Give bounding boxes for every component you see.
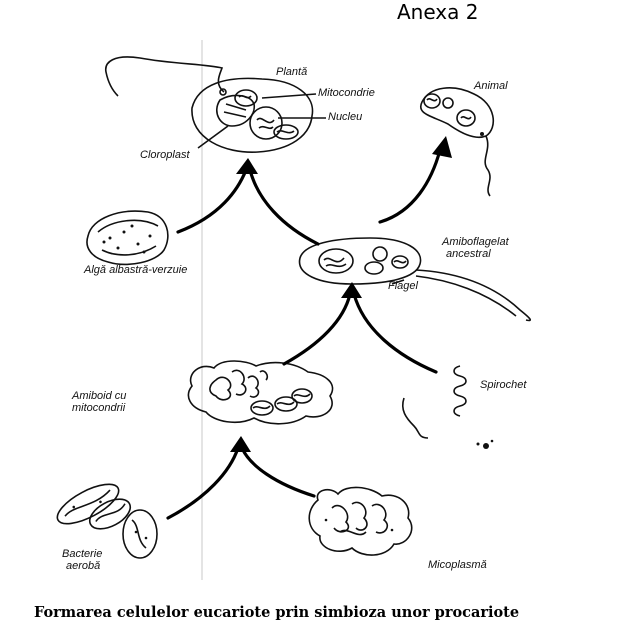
arrow-mycoplasma-to-amoeboid xyxy=(240,446,316,498)
label-nucleus: Nucleu xyxy=(328,111,363,123)
arrow-amoeboflagellate-to-plant xyxy=(248,168,320,246)
label-amoeboid-line1: Amiboid cu xyxy=(72,390,127,402)
annex-heading: Anexa 2 xyxy=(397,0,479,24)
animal-flagellum xyxy=(484,135,491,197)
label-blue-green-alga: Algă albastră-verzuie xyxy=(84,264,188,276)
mycoplasma xyxy=(308,486,413,556)
label-flagellum: Flagel xyxy=(388,280,418,292)
blue-green-alga xyxy=(86,210,169,266)
flagellum xyxy=(415,269,532,322)
arrow-bacteria-to-amoeboid xyxy=(166,446,240,520)
arrow-spirochete-to-amoeboflagellate xyxy=(352,292,438,374)
label-amoeboid-line2: mitocondrii xyxy=(72,402,126,414)
label-mycoplasma: Micoplasmă xyxy=(428,559,487,571)
label-amoeboflagellate-line1: Amiboflagelat xyxy=(442,236,509,248)
ancestral-amoeboflagellate xyxy=(298,237,532,322)
plant-cell xyxy=(105,56,326,153)
animal-cell xyxy=(419,87,495,197)
arrow-alga-to-plant xyxy=(176,168,248,234)
label-amoeboflagellate-line2: ancestral xyxy=(446,248,491,260)
evolution-arrows xyxy=(166,136,452,520)
label-chloroplast: Cloroplast xyxy=(140,149,190,161)
arrow-amoeboid-to-amoeboflagellate xyxy=(282,292,352,366)
label-plant: Plantă xyxy=(276,66,308,78)
label-bacteria-line1: Bacterie xyxy=(62,548,103,560)
arrow-to-animal xyxy=(378,148,442,224)
plant-flagellum xyxy=(105,56,225,97)
label-mitochondrion: Mitocondrie xyxy=(318,87,375,99)
spirochete xyxy=(401,365,494,449)
mitochondrion-organelle xyxy=(234,89,258,107)
nucleus-organelle xyxy=(249,106,283,140)
figure-caption: Formarea celulelor eucariote prin simbio… xyxy=(34,604,520,621)
label-animal: Animal xyxy=(474,80,508,92)
label-bacteria-line2: aerobă xyxy=(66,560,101,572)
label-spirochete: Spirochet xyxy=(480,379,527,391)
aerobic-bacteria xyxy=(56,483,158,559)
amoeboid-with-mitochondria xyxy=(187,360,334,425)
